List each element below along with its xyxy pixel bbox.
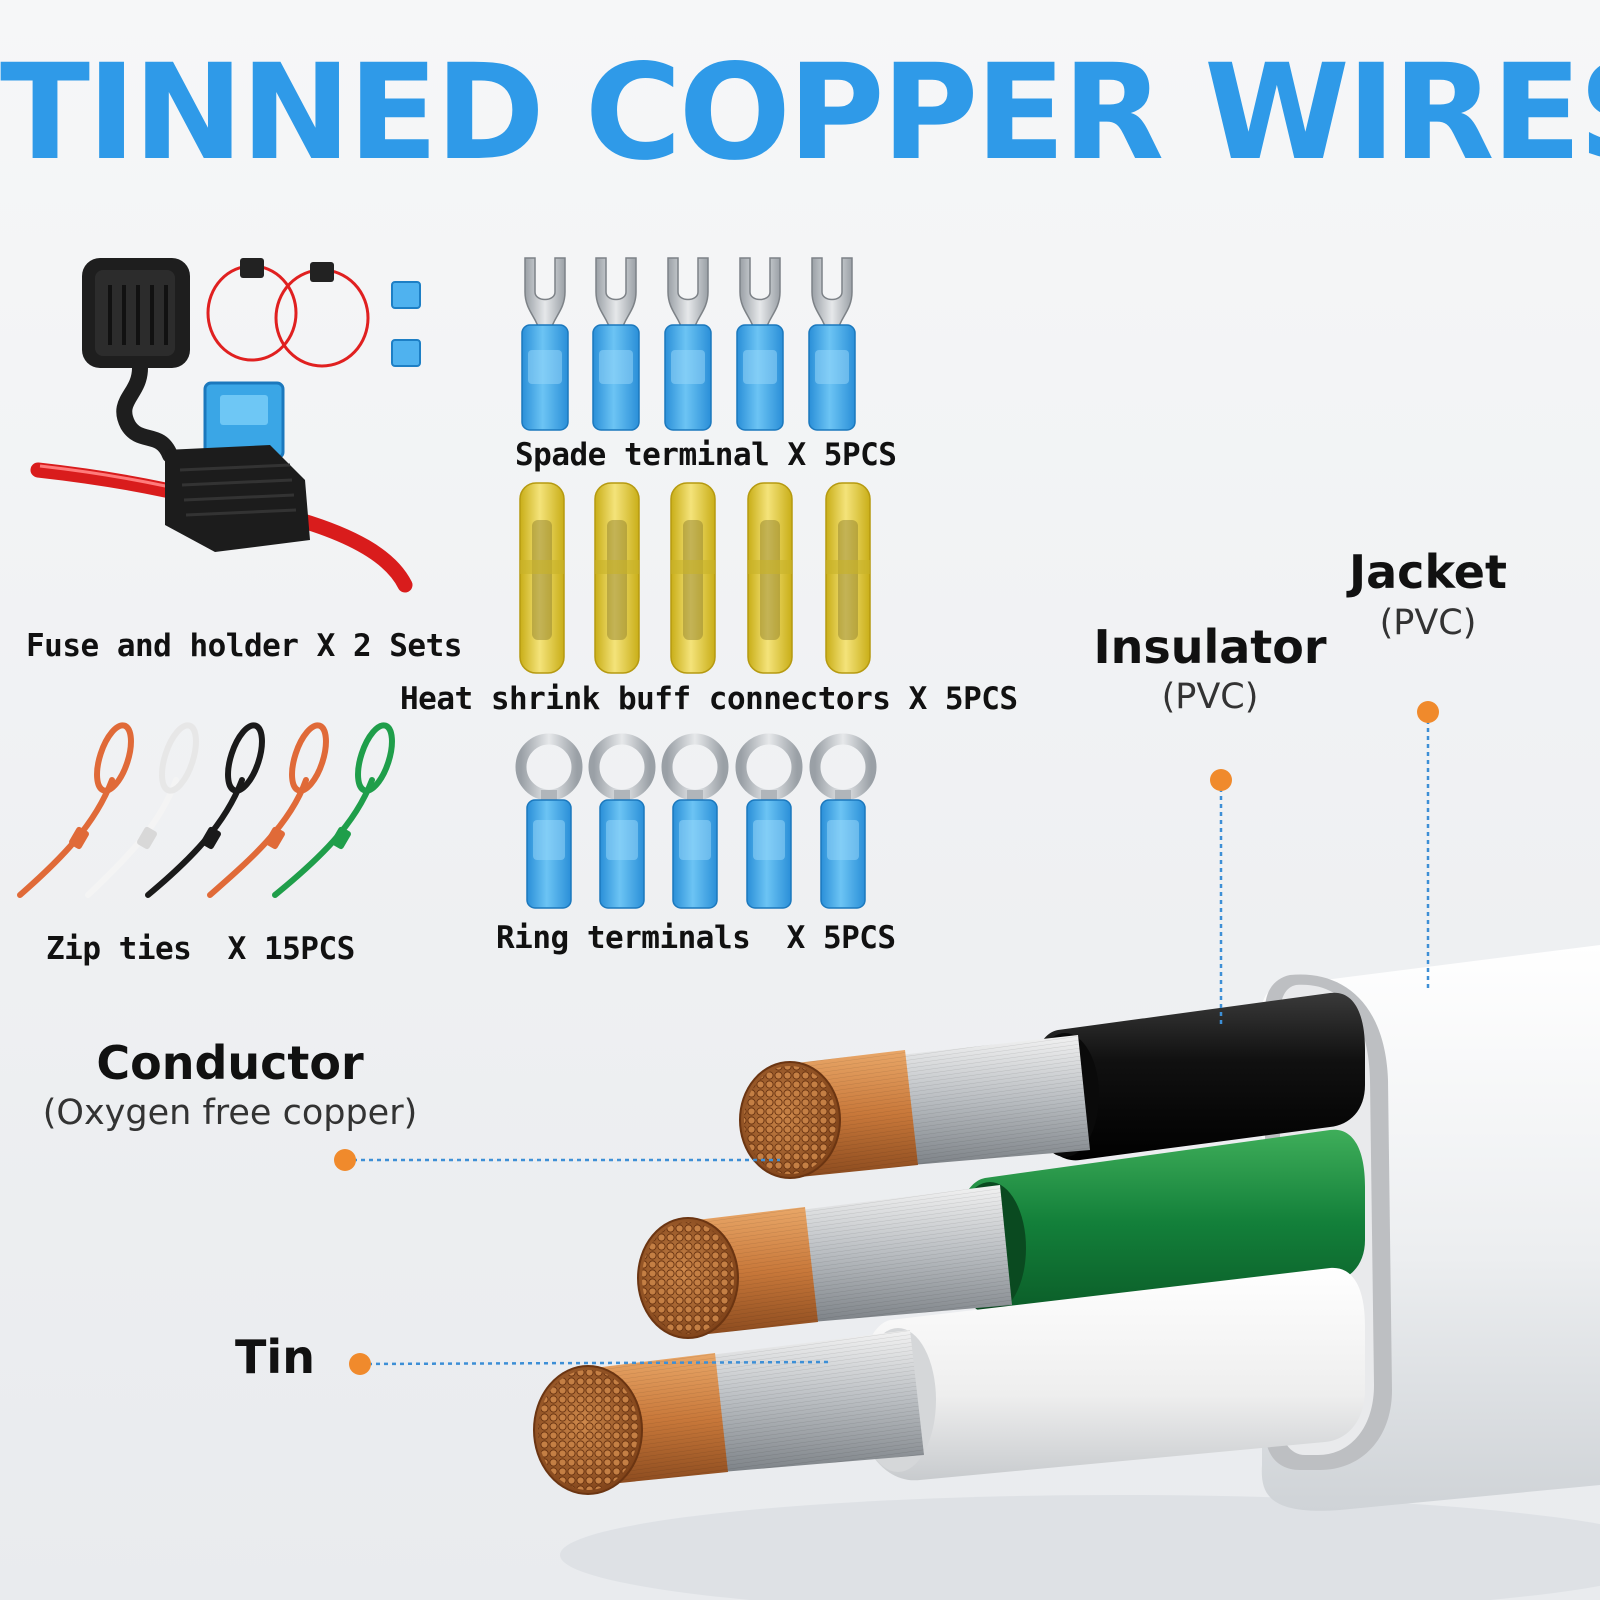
fuse-holder-image — [30, 258, 421, 593]
ring-terminal — [588, 733, 656, 909]
zip-ties-image — [17, 722, 395, 898]
butt-connector — [747, 482, 793, 674]
ring-terminals-image — [515, 733, 877, 909]
ring-terminal — [515, 733, 583, 909]
conductor-material: (Oxygen free copper) — [42, 1093, 418, 1133]
callout-dots — [334, 701, 1439, 1375]
fuse-holder-label: Fuse and holder X 2 Sets — [26, 628, 462, 664]
spade-terminal — [664, 257, 712, 431]
butt-connector-label: Heat shrink buff connectors X 5PCS — [400, 681, 1018, 717]
spade-terminal — [808, 257, 856, 431]
butt-connector — [594, 482, 640, 674]
insulator-callout-dot — [1210, 769, 1232, 791]
tin-label: Tin — [235, 1330, 315, 1384]
cable-image — [533, 945, 1600, 1600]
butt-connectors-image — [519, 482, 871, 674]
conductor-callout-dot — [334, 1149, 356, 1171]
conductor-label: Conductor — [96, 1036, 364, 1090]
ring-terminal — [809, 733, 877, 909]
butt-connector — [519, 482, 565, 674]
callout-leaders — [345, 712, 1430, 1366]
insulator-label: Insulator — [1093, 620, 1327, 674]
jacket-material: (PVC) — [1379, 603, 1477, 643]
butt-connector — [670, 482, 716, 674]
spade-terminal-label: Spade terminal X 5PCS — [515, 437, 897, 473]
ring-terminal — [661, 733, 729, 909]
spade-terminals-image — [521, 257, 856, 431]
jacket-callout-dot — [1417, 701, 1439, 723]
tin-callout-dot — [349, 1353, 371, 1375]
spade-terminal — [521, 257, 569, 431]
insulator-material: (PVC) — [1161, 677, 1259, 717]
zip-ties-label: Zip ties X 15PCS — [46, 931, 355, 967]
spade-terminal — [592, 257, 640, 431]
tin-leader-line — [359, 1360, 831, 1366]
ring-terminal-label: Ring terminals X 5PCS — [496, 920, 896, 956]
page-title: TINNED COPPER WIRES — [0, 36, 1600, 190]
spade-terminal — [736, 257, 784, 431]
jacket-label: Jacket — [1349, 545, 1507, 599]
ring-terminal — [735, 733, 803, 909]
butt-connector — [825, 482, 871, 674]
